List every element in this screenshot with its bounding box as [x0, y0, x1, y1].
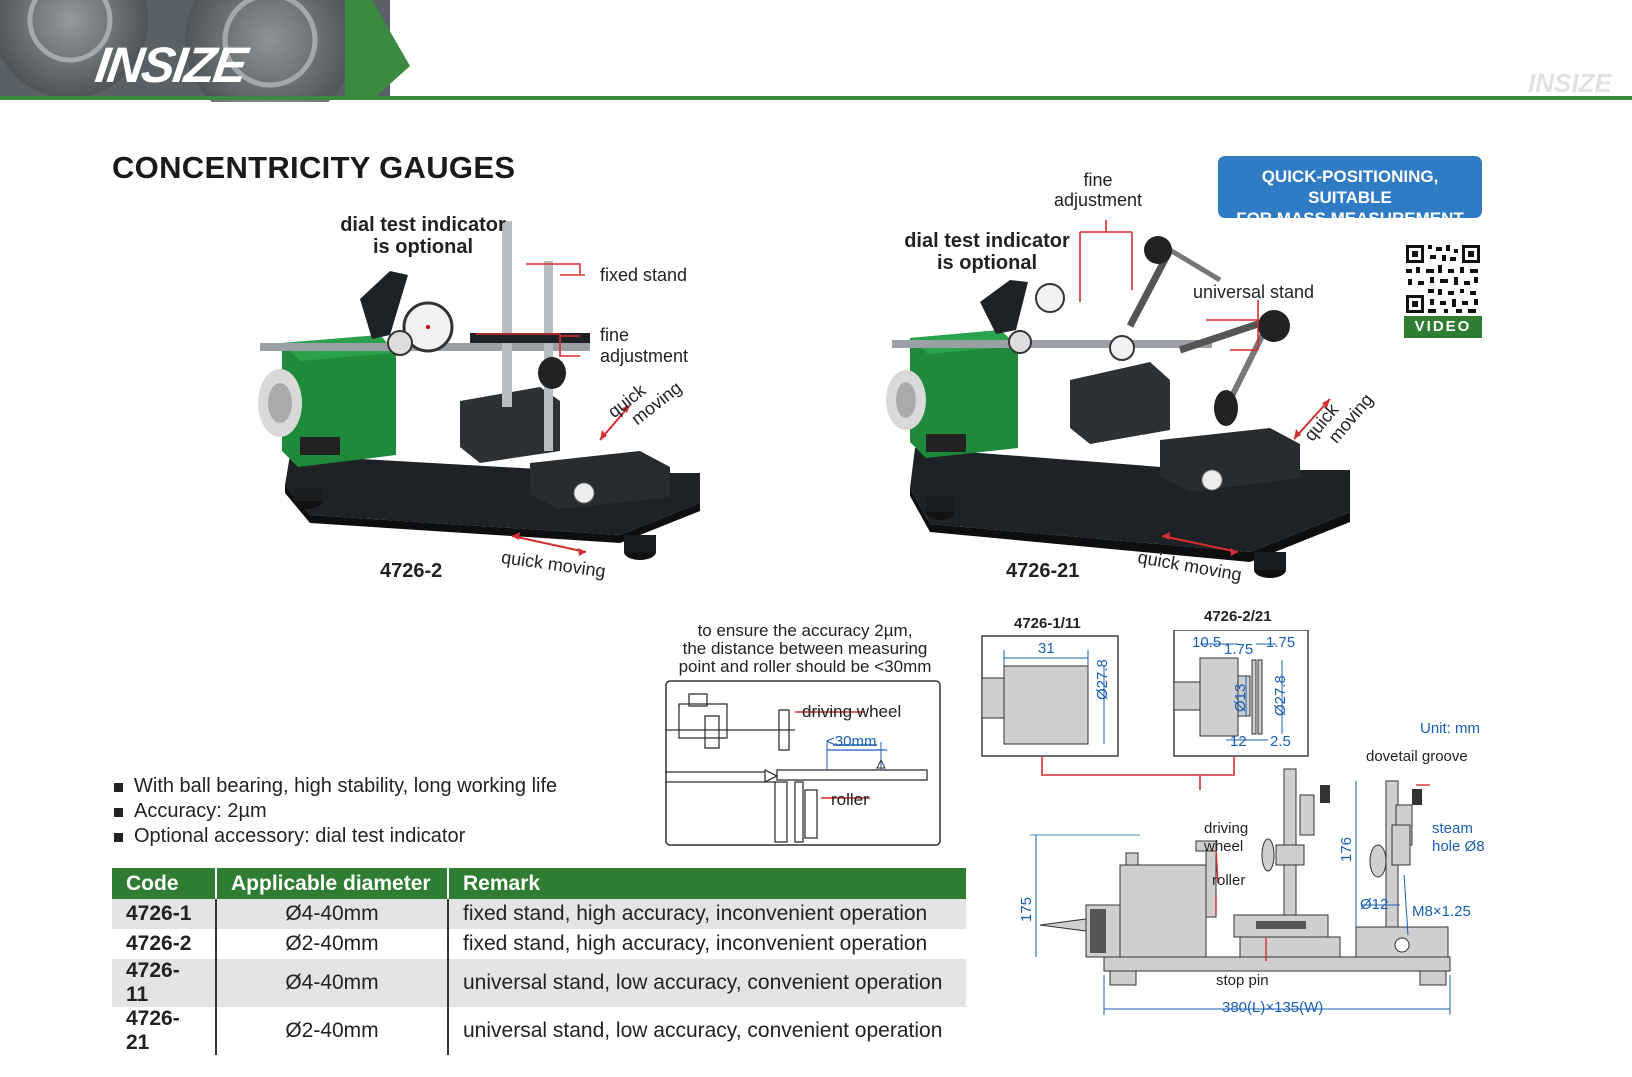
- product-image-4726-2: [258, 221, 700, 560]
- header-banner: [0, 0, 1632, 102]
- cell-remark: fixed stand, high accuracy, inconvenient…: [447, 899, 966, 929]
- model-label-4726-2: 4726-2: [380, 560, 443, 582]
- quick-arrow-bottom-right: [1161, 532, 1239, 556]
- label-fine-adjustment-left: fine adjustment: [600, 325, 688, 367]
- dim-1-75-a: 1.75: [1224, 641, 1254, 658]
- cell-diameter: Ø4-40mm: [215, 899, 448, 929]
- video-label: VIDEO: [1404, 316, 1482, 338]
- dim-dia-12: Ø12: [1360, 896, 1389, 913]
- dim-175: 175: [1018, 896, 1035, 922]
- table-row: 4726-2 Ø2-40mm fixed stand, high accurac…: [112, 929, 966, 959]
- dim-1-75-b: 1.75: [1266, 634, 1296, 651]
- header-diameter: Applicable diameter: [215, 868, 448, 899]
- fine-right-line1: fine: [1083, 170, 1113, 190]
- header-remark: Remark: [447, 868, 966, 899]
- label-stop-pin: stop pin: [1216, 972, 1269, 989]
- feature-list: With ball bearing, high stability, long …: [114, 774, 557, 849]
- dim-thread: M8×1.25: [1412, 903, 1471, 920]
- table-header-row: Code Applicable diameter Remark: [112, 868, 966, 899]
- cell-remark: universal stand, low accuracy, convenien…: [447, 1007, 966, 1055]
- unit-label: Unit: mm: [1420, 720, 1480, 737]
- accuracy-note-line2: the distance between measuring: [682, 639, 928, 658]
- cell-remark: fixed stand, high accuracy, inconvenient…: [447, 929, 966, 959]
- driving-line1: driving: [1204, 820, 1249, 837]
- dim-31: 31: [1038, 640, 1055, 657]
- quick-arrow-right: [1293, 398, 1331, 440]
- accuracy-note-line3: point and roller should be <30mm: [678, 657, 932, 676]
- dim-dia-27-8-a: Ø27.8: [1094, 659, 1111, 700]
- table-row: 4726-11 Ø4-40mm universal stand, low acc…: [112, 959, 966, 1007]
- product-image-4726-21: [886, 236, 1350, 578]
- callout-lines-left: [476, 263, 631, 556]
- cell-diameter: Ø2-40mm: [215, 929, 448, 959]
- label-fixed-stand: fixed stand: [600, 265, 688, 285]
- badge-line-1: QUICK-POSITIONING, SUITABLE: [1261, 167, 1439, 207]
- cell-code: 4726-11: [112, 959, 216, 1007]
- fine-left-line2: adjustment: [600, 346, 689, 366]
- indicator-note-left: dial test indicator is optional: [320, 214, 526, 258]
- accuracy-note: to ensure the accuracy 2µm, the distance…: [660, 622, 950, 676]
- detail2-title: 4726-2/21: [1204, 608, 1272, 625]
- indicator-note-left-line2: is optional: [373, 236, 473, 258]
- accuracy-note-line1: to ensure the accuracy 2µm,: [697, 621, 913, 640]
- label-distance-30mm: <30mm: [826, 733, 877, 750]
- cell-code: 4726-2: [112, 929, 216, 959]
- cell-remark: universal stand, low accuracy, convenien…: [447, 959, 966, 1007]
- dim-dia-13: Ø13: [1232, 683, 1249, 712]
- header-code: Code: [112, 868, 216, 899]
- label-steam-hole: steam hole Ø8: [1432, 820, 1485, 856]
- dim-176: 176: [1338, 836, 1355, 862]
- detail1-title: 4726-1/11: [1014, 615, 1081, 632]
- video-qr-code[interactable]: [1404, 243, 1482, 315]
- indicator-note-right-line1: dial test indicator: [904, 230, 1070, 252]
- cell-code: 4726-1: [112, 899, 216, 929]
- cell-diameter: Ø2-40mm: [215, 1007, 448, 1055]
- callout-lines-right: [1079, 220, 1259, 351]
- label-fine-adjustment-right: fine adjustment: [1054, 170, 1142, 210]
- feature-item: Accuracy: 2µm: [114, 799, 557, 824]
- brand-logo: INSIZE: [92, 37, 250, 93]
- accuracy-diagram: [665, 680, 941, 846]
- table-row: 4726-21 Ø2-40mm universal stand, low acc…: [112, 1007, 966, 1055]
- spec-table: Code Applicable diameter Remark 4726-1 Ø…: [112, 868, 966, 1055]
- table-row: 4726-1 Ø4-40mm fixed stand, high accurac…: [112, 899, 966, 929]
- driving-line2: wheel: [1204, 838, 1244, 855]
- label-universal-stand: universal stand: [1193, 282, 1315, 302]
- detail-drawings: [981, 630, 1309, 790]
- label-roller-detail: roller: [831, 790, 869, 809]
- dim-12: 12: [1230, 733, 1247, 750]
- model-label-4726-21: 4726-21: [1006, 560, 1080, 582]
- feature-badge: QUICK-POSITIONING, SUITABLE FOR MASS MEA…: [1218, 156, 1482, 228]
- fine-left-line1: fine: [600, 325, 630, 345]
- dim-10-5: 10.5: [1192, 634, 1222, 651]
- label-dovetail-groove: dovetail groove: [1366, 748, 1468, 765]
- assembly-drawing: [1030, 768, 1451, 1015]
- dim-overall: 380(L)×135(W): [1222, 999, 1324, 1016]
- dim-dia-27-8-b: Ø27.8: [1272, 675, 1289, 716]
- dim-2-5: 2.5: [1270, 733, 1291, 750]
- steam-line1: steam: [1432, 820, 1473, 837]
- steam-line2: hole Ø8: [1432, 838, 1485, 855]
- label-driving-wheel-assembly: driving wheel: [1204, 820, 1248, 856]
- feature-item: With ball bearing, high stability, long …: [114, 774, 557, 799]
- page-title: CONCENTRICITY GAUGES: [112, 150, 516, 185]
- fine-right-line2: adjustment: [1054, 190, 1143, 210]
- indicator-note-right-line2: is optional: [937, 252, 1037, 274]
- label-roller-assembly: roller: [1212, 872, 1246, 889]
- cell-code: 4726-21: [112, 1007, 216, 1055]
- label-driving-wheel-detail: driving wheel: [802, 702, 902, 721]
- feature-item: Optional accessory: dial test indicator: [114, 824, 557, 849]
- brand-watermark: INSIZE: [1528, 68, 1612, 98]
- badge-line-2: FOR MASS MEASUREMENT: [1236, 209, 1464, 228]
- cell-diameter: Ø4-40mm: [215, 959, 448, 1007]
- indicator-note-right: dial test indicator is optional: [884, 230, 1090, 274]
- indicator-note-left-line1: dial test indicator: [340, 214, 506, 236]
